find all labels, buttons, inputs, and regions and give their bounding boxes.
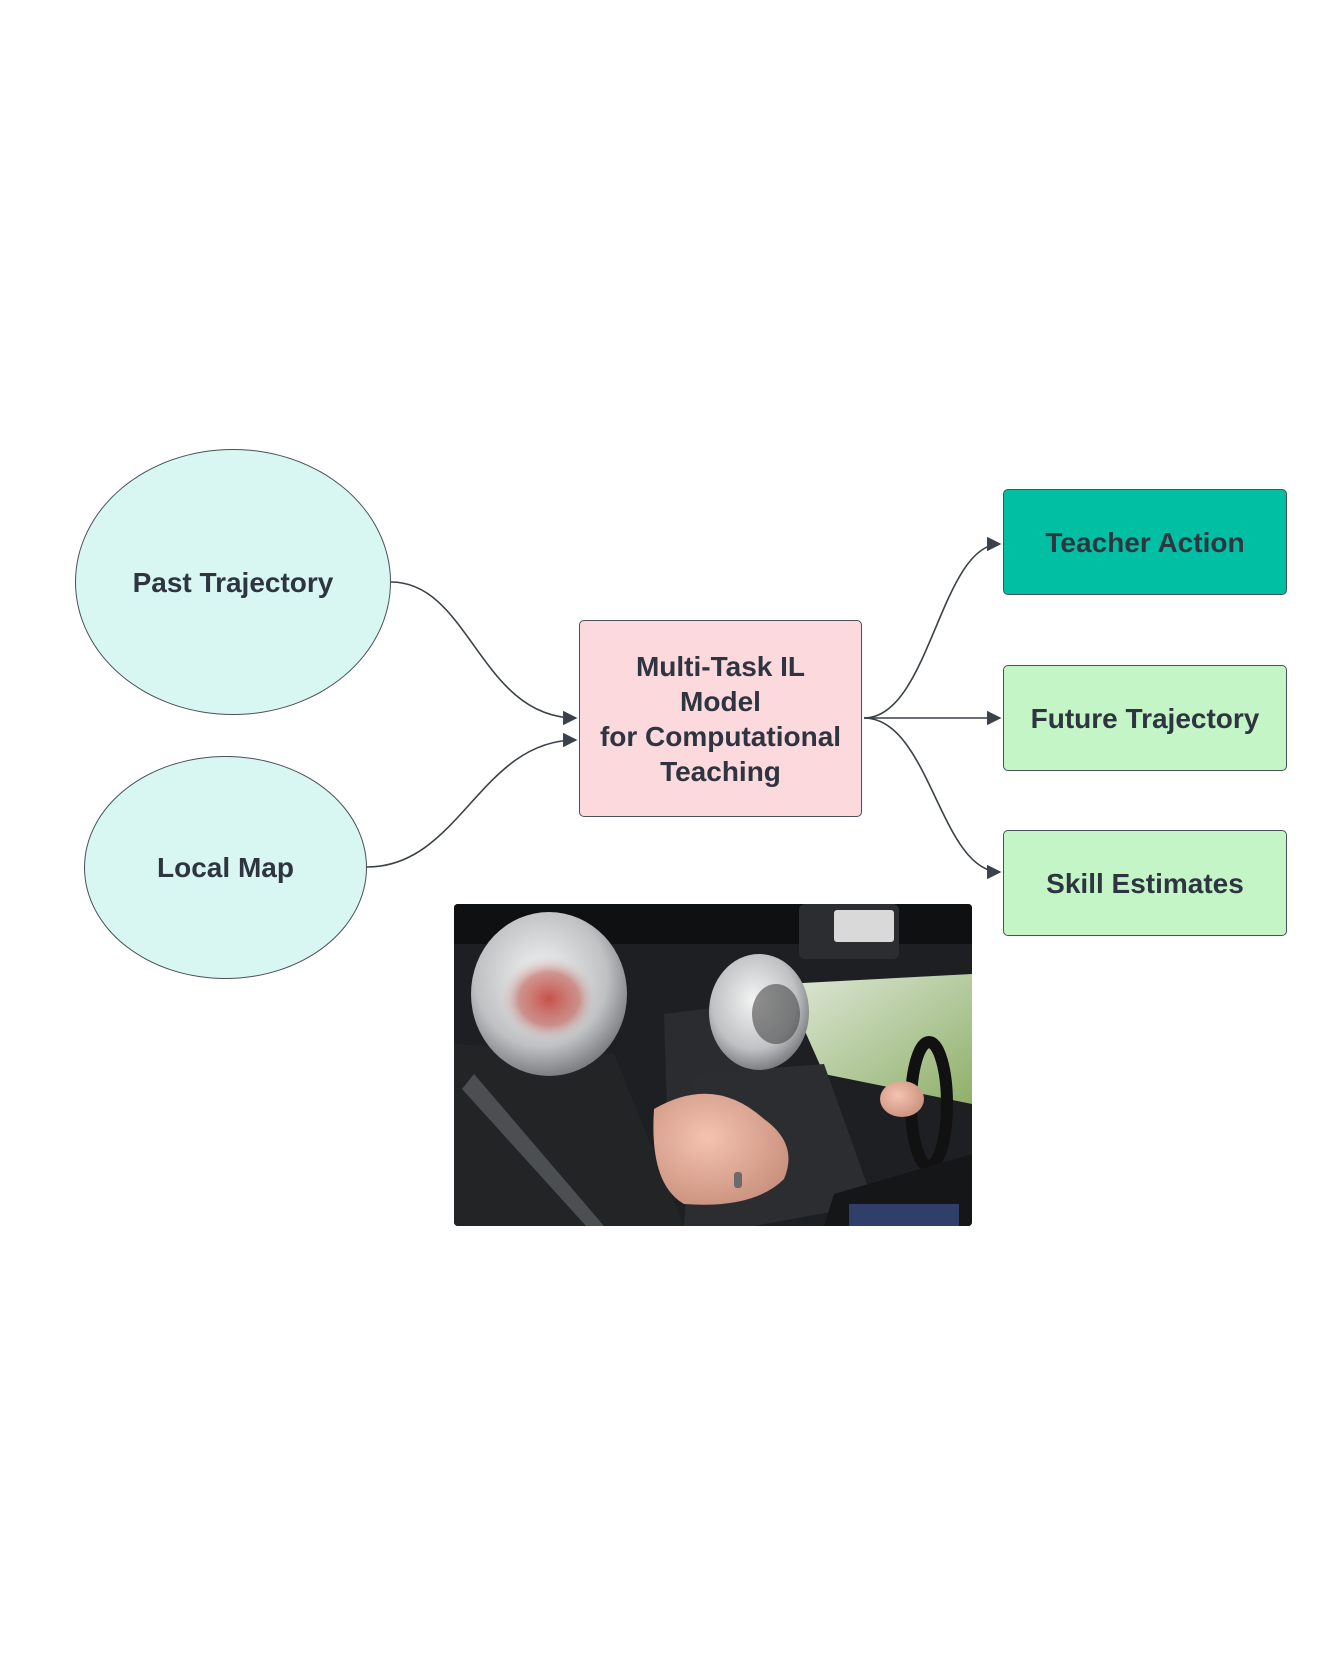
in-car-photo [454, 904, 972, 1226]
edge-past-trajectory-to-model [390, 581, 578, 726]
edge-model-to-skill-estimates [863, 717, 1002, 880]
skill-estimates-node: Skill Estimates [1003, 830, 1287, 936]
future-trajectory-label: Future Trajectory [1030, 702, 1260, 734]
model-label-line2: for Computational [599, 720, 842, 752]
local-map-label: Local Map [157, 852, 294, 883]
local-map-node: Local Map [84, 756, 367, 979]
teacher-action-node: Teacher Action [1003, 489, 1287, 595]
skill-estimates-label: Skill Estimates [1046, 867, 1244, 899]
past-trajectory-node: Past Trajectory [75, 449, 391, 715]
edge-model-to-teacher-action [863, 536, 1002, 719]
model-label-line1: Multi-Task IL Model [635, 650, 806, 717]
model-label-line3: Teaching [660, 755, 781, 787]
edge-local-map-to-model [366, 732, 578, 868]
past-trajectory-label: Past Trajectory [132, 566, 334, 598]
future-trajectory-node: Future Trajectory [1003, 665, 1287, 771]
in-car-photo-illustration [454, 904, 972, 1226]
teacher-action-label: Teacher Action [1045, 526, 1245, 558]
model-node: Multi-Task IL Model for Computational Te… [579, 620, 862, 817]
